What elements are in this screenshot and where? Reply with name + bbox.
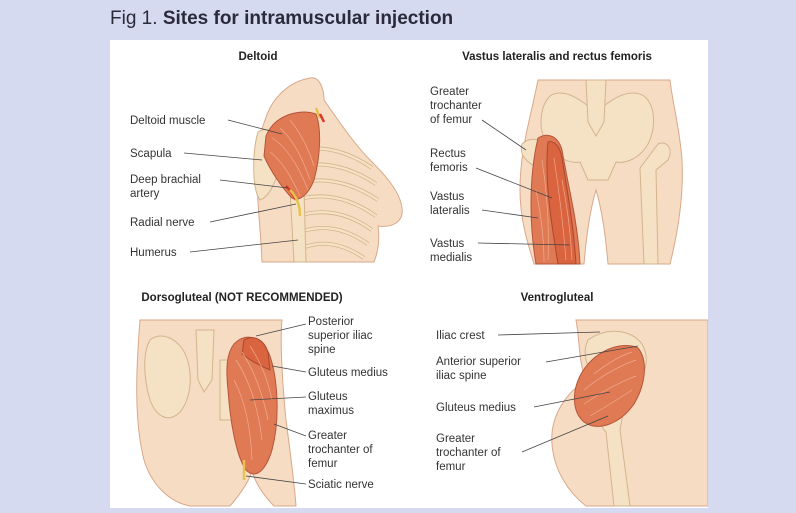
sacrum-bone [585, 79, 607, 138]
deltoid-muscle-shape [263, 111, 321, 200]
right-femur [639, 142, 671, 265]
ventrogluteal-heading: Ventrogluteal [521, 292, 594, 304]
label-deep-brachial-1: Deep brachial [130, 174, 201, 186]
label-dorso-medius: Gluteus medius [308, 367, 388, 379]
label-ventro-troch-2: trochanter of [436, 447, 501, 459]
injection-sites-diagram: Deltoid Deltoid muscle Scapula [130, 51, 708, 507]
vastus-heading: Vastus lateralis and rectus femoris [462, 51, 652, 63]
label-vastus-troch-3: of femur [430, 114, 472, 126]
label-deltoid-muscle: Deltoid muscle [130, 115, 205, 127]
vastus-panel: Vastus lateralis and rectus femoris Grea… [430, 51, 683, 265]
label-psis-2: superior iliac [308, 330, 373, 342]
label-deep-brachial-2: artery [130, 188, 160, 200]
figure-name: Sites for intramuscular injection [162, 8, 454, 29]
label-scapula: Scapula [130, 148, 172, 160]
label-maximus-1: Gluteus [308, 391, 348, 403]
dorsogluteal-heading: Dorsogluteal (NOT RECOMMENDED) [141, 292, 342, 304]
label-rectus-1: Rectus [430, 148, 466, 160]
radial-nerve-line [289, 189, 302, 217]
ventro-gluteus-medius-shape [574, 345, 645, 427]
label-lateralis-1: Vastus [430, 191, 465, 203]
label-dorso-troch-1: Greater [308, 430, 347, 442]
label-rectus-2: femoris [430, 162, 468, 174]
figure-panel: Deltoid Deltoid muscle Scapula [110, 40, 708, 508]
label-psis-3: spine [308, 344, 336, 356]
label-asis-2: iliac spine [436, 370, 487, 382]
label-radial-nerve: Radial nerve [130, 217, 195, 229]
ventrogluteal-panel: Ventrogluteal Iliac crest Anterior super… [436, 292, 708, 507]
dorsogluteal-pelvis [144, 335, 191, 419]
label-dorso-troch-2: trochanter of [308, 444, 373, 456]
label-psis-1: Posterior [308, 316, 354, 328]
label-sciatic-nerve: Sciatic nerve [308, 479, 374, 491]
label-lateralis-2: lateralis [430, 205, 470, 217]
label-maximus-2: maximus [308, 405, 354, 417]
label-ventro-troch-1: Greater [436, 433, 475, 445]
label-vastus-troch-2: trochanter [430, 100, 482, 112]
deltoid-panel: Deltoid Deltoid muscle Scapula [130, 51, 403, 263]
label-humerus: Humerus [130, 247, 177, 259]
gluteus-maximus-shape [226, 336, 278, 475]
label-asis-1: Anterior superior [436, 356, 521, 368]
gluteus-medius-shape [241, 337, 271, 371]
label-medialis-1: Vastus [430, 238, 465, 250]
label-dorso-troch-3: femur [308, 458, 338, 470]
label-iliac-crest: Iliac crest [436, 330, 485, 342]
figure-title: Fig 1. Sites for intramuscular injection [110, 8, 453, 30]
dorsogluteal-panel: Dorsogluteal (NOT RECOMMENDED) Posterior… [136, 292, 388, 507]
label-ventro-medius: Gluteus medius [436, 402, 516, 414]
deltoid-heading: Deltoid [239, 51, 278, 63]
label-medialis-2: medialis [430, 252, 472, 264]
label-vastus-troch-1: Greater [430, 86, 469, 98]
label-ventro-troch-3: femur [436, 461, 466, 473]
figure-number: Fig 1. [110, 8, 158, 29]
